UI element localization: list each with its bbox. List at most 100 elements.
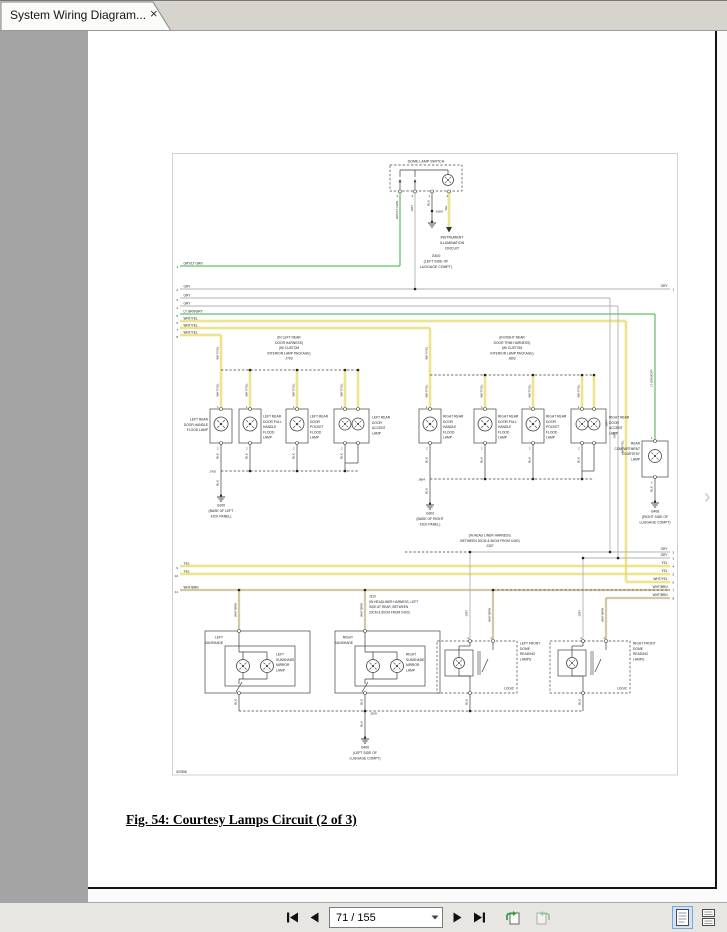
next-view-button[interactable] [530,908,555,927]
tab-close-icon[interactable]: × [150,6,158,21]
svg-text:BETWEEN 20CM & 50CM FROM X400): BETWEEN 20CM & 50CM FROM X400) [460,539,519,543]
svg-text:REAR: REAR [631,442,641,446]
svg-text:1: 1 [604,636,606,640]
svg-text:INTERIOR LAMP PACKAGE): INTERIOR LAMP PACKAGE) [490,351,533,355]
single-page-view-button[interactable] [672,906,693,929]
svg-text:2: 2 [578,447,580,451]
svg-text:(RIGHT SIDE OF: (RIGHT SIDE OF [642,515,668,519]
svg-text:ILLUMINATION: ILLUMINATION [440,241,465,245]
svg-text:LEFT REAR: LEFT REAR [263,415,282,419]
svg-text:KICK PANEL): KICK PANEL) [420,523,441,527]
svg-text:MIRROR: MIRROR [406,663,420,667]
svg-text:HANDLE: HANDLE [498,425,512,429]
viewer-left-margin [0,31,88,902]
svg-text:2: 2 [468,636,470,640]
svg-text:YEL: YEL [184,562,190,566]
svg-text:1: 1 [491,636,493,640]
page-number-combobox[interactable]: 71 / 155 [329,907,443,928]
svg-text:WHT/YEL: WHT/YEL [184,317,198,321]
svg-text:READING: READING [633,652,648,656]
svg-text:2: 2 [581,636,583,640]
svg-text:10: 10 [175,574,179,578]
svg-text:LAMP: LAMP [310,436,320,440]
svg-text:GRY/LT GRN: GRY/LT GRN [395,201,399,219]
svg-text:1: 1 [176,265,178,269]
svg-text:RIGHT REAR: RIGHT REAR [609,416,630,420]
first-page-icon [287,912,298,923]
svg-text:(LEFT SIDE OF: (LEFT SIDE OF [424,260,449,264]
next-page-button[interactable] [449,910,466,925]
svg-text:BLK: BLK [465,699,469,705]
svg-text:BLK: BLK [427,200,431,206]
svg-text:(BASE OF LEFT: (BASE OF LEFT [208,509,233,513]
svg-text:2: 2 [341,447,343,451]
svg-text:GRY: GRY [184,294,192,298]
svg-text:HANDLE: HANDLE [443,425,457,429]
svg-text:DOOR HANDLE: DOOR HANDLE [184,423,209,427]
svg-text:(IN LEFT REAR: (IN LEFT REAR [277,336,301,340]
svg-text:9: 9 [176,566,178,570]
svg-text:LAMP: LAMP [406,668,416,672]
svg-text:4: 4 [673,564,675,568]
last-page-button[interactable] [470,910,489,925]
svg-text:J703: J703 [285,357,292,361]
svg-text:BLK: BLK [650,486,654,492]
svg-text:G302: G302 [426,512,434,516]
svg-text:GRY: GRY [661,547,669,551]
svg-text:2: 2 [651,481,653,485]
svg-text:WHT/BRN: WHT/BRN [360,603,364,617]
svg-text:8: 8 [673,596,675,600]
first-page-button[interactable] [283,910,302,925]
continuous-view-button[interactable] [698,906,719,929]
svg-text:DOOR: DOOR [546,420,557,424]
svg-text:BLK: BLK [216,453,220,459]
svg-text:WHT/YEL: WHT/YEL [577,384,581,398]
page-layout-controls [672,906,719,929]
svg-text:(W/ CUSTOM: (W/ CUSTOM [279,346,300,350]
previous-view-icon [506,911,520,925]
next-page-overlay-arrow[interactable]: › [704,486,711,508]
previous-view-button[interactable] [501,908,526,927]
svg-text:LUGGAGE COMPT): LUGGAGE COMPT) [420,265,452,269]
previous-page-button[interactable] [306,910,323,925]
svg-text:LT GRN/GRY: LT GRN/GRY [184,310,204,314]
svg-text:COMPARTMENT: COMPARTMENT [614,447,640,451]
tab-title: System Wiring Diagram... [10,8,147,22]
svg-text:(LEFT SIDE OF: (LEFT SIDE OF [353,751,377,755]
svg-text:4: 4 [176,306,178,310]
svg-text:LEFT FRONT: LEFT FRONT [520,642,540,646]
svg-text:LOGIC: LOGIC [504,687,515,691]
tab-system-wiring-diagram[interactable]: System Wiring Diagram... × [0,1,176,31]
svg-text:GRY: GRY [661,553,669,557]
svg-text:YEL: YEL [444,205,448,211]
svg-text:1: 1 [426,405,428,409]
svg-text:GRY: GRY [613,432,617,438]
svg-text:GRY: GRY [184,285,192,289]
svg-text:J307: J307 [486,544,493,548]
page-dropdown-arrow-icon[interactable] [427,915,442,920]
svg-text:MIRROR: MIRROR [276,663,290,667]
svg-text:1: 1 [429,194,431,198]
single-page-view-icon [676,909,689,926]
svg-text:BLK: BLK [216,480,220,486]
svg-text:WHT/YEL: WHT/YEL [528,384,532,398]
svg-text:LEFT REAR: LEFT REAR [310,415,329,419]
svg-text:BLK: BLK [360,699,364,705]
svg-text:INTERIOR LAMP PACKAGE): INTERIOR LAMP PACKAGE) [267,351,310,355]
svg-text:3: 3 [412,194,414,198]
svg-text:DOME: DOME [520,647,531,651]
svg-text:LAMP: LAMP [631,457,641,461]
svg-text:DOOR PULL: DOOR PULL [263,420,282,424]
svg-text:7: 7 [176,328,178,332]
svg-text:J209: J209 [370,712,377,716]
svg-text:LAMP: LAMP [276,668,286,672]
svg-text:WHT/YEL: WHT/YEL [216,346,220,360]
svg-text:3: 3 [176,298,178,302]
svg-text:FLOOD: FLOOD [310,430,322,434]
svg-text:2: 2 [217,447,219,451]
viewer-toolbar: 71 / 155 [0,902,727,932]
